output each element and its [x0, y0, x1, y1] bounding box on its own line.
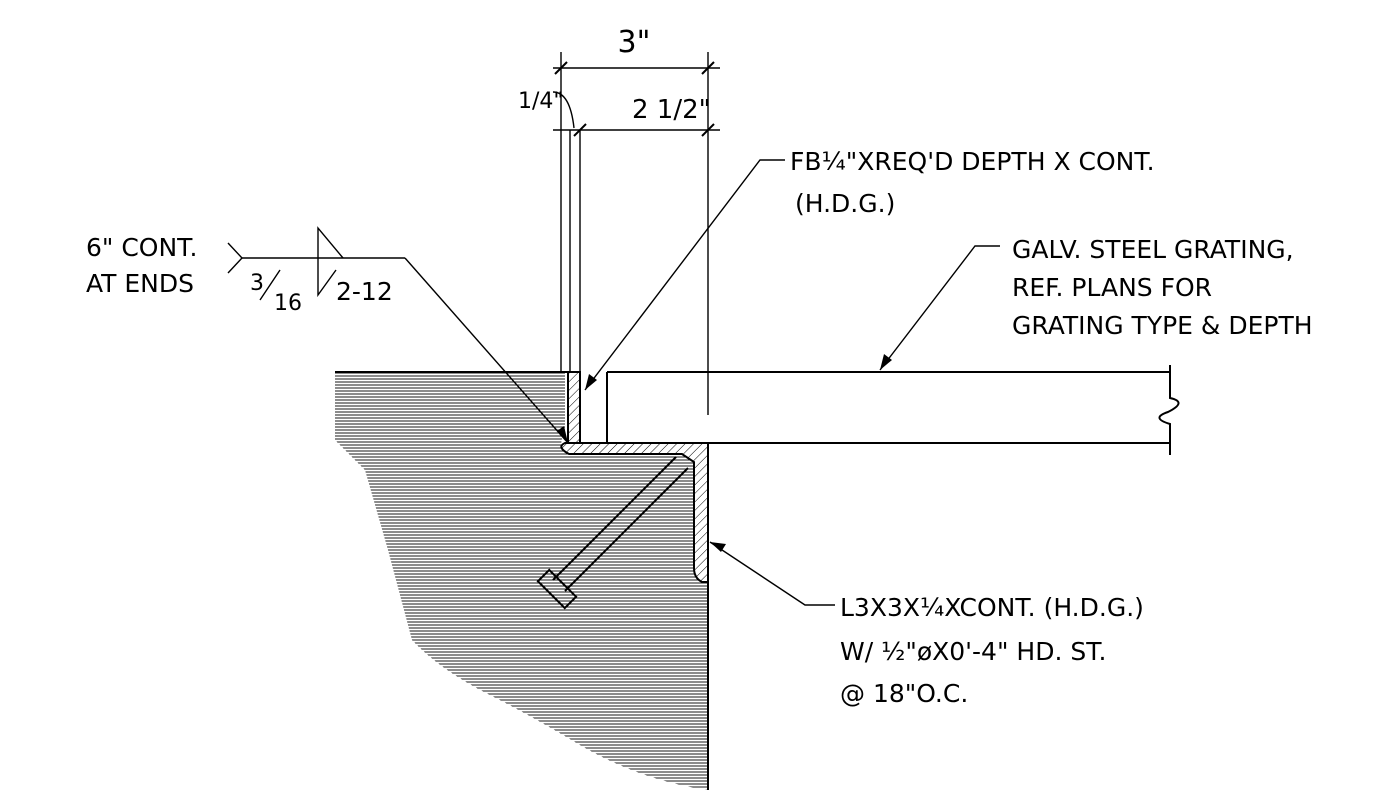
- concrete-slab: [335, 372, 708, 790]
- dimension-lines: [552, 52, 720, 415]
- headed-stud: [536, 456, 689, 610]
- weld-note-line2: AT ENDS: [86, 269, 194, 298]
- grating-label-line1: GALV. STEEL GRATING,: [1012, 235, 1294, 264]
- flat-bar-label-line2: (H.D.G.): [795, 189, 895, 218]
- flat-bar-label-line1: FB¼"XREQ'D DEPTH X CONT.: [790, 147, 1155, 176]
- angle-label-line1: L3X3X¼XCONT. (H.D.G.): [840, 593, 1144, 622]
- flat-bar: [567, 371, 581, 444]
- angle-label-line2: W/ ½"øX0'-4" HD. ST.: [840, 637, 1106, 666]
- grating-label-line3: GRATING TYPE & DEPTH: [1012, 311, 1313, 340]
- grating: [580, 365, 1180, 455]
- leader-lines: [584, 159, 1000, 606]
- dim-grating-offset-label: 2 1/2": [632, 95, 711, 125]
- weld-length-pitch: 2-12: [336, 277, 393, 306]
- weld-note-line1: 6" CONT.: [86, 233, 197, 262]
- weld-symbol: [227, 226, 569, 444]
- grating-label-line2: REF. PLANS FOR: [1012, 273, 1212, 302]
- dim-overall-label: 3": [618, 25, 651, 60]
- weld-size-numerator: 3: [250, 271, 264, 296]
- weld-size-denominator: 16: [274, 291, 302, 316]
- embedded-angle: [560, 442, 709, 583]
- dim-plate-thickness-label: 1/4": [518, 89, 564, 114]
- angle-label-line3: @ 18"O.C.: [840, 679, 968, 708]
